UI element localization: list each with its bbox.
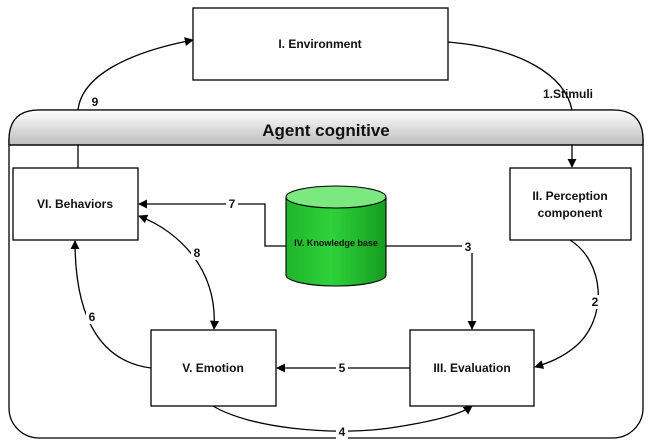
agent-cognitive-title: Agent cognitive — [262, 121, 390, 140]
knowledge-base-label: IV. Knowledge base — [294, 238, 378, 248]
emotion-node: V. Emotion — [150, 329, 277, 407]
environment-node: I. Environment — [192, 7, 449, 81]
edge-label-1: 1.Stimuli — [543, 87, 593, 101]
edge-label-5: 5 — [339, 361, 346, 375]
edge-label-9: 9 — [92, 95, 99, 109]
emotion-label: V. Emotion — [182, 361, 244, 375]
behaviors-node: VI. Behaviors — [12, 167, 139, 241]
edge-label-2: 2 — [592, 295, 599, 309]
edge-2 — [534, 239, 599, 369]
edge-7 — [138, 199, 286, 247]
edge-6 — [70, 240, 152, 369]
edge-4 — [212, 405, 473, 432]
edge-labels: 9 1.Stimuli 2 3 5 4 7 8 6 — [86, 87, 601, 439]
edge-label-7: 7 — [229, 197, 236, 211]
perception-label-line2: component — [538, 206, 603, 220]
perception-label-line1: II. Perception — [532, 189, 607, 203]
edge-9 — [77, 40, 193, 168]
edge-label-8: 8 — [194, 246, 201, 260]
environment-label: I. Environment — [278, 37, 361, 51]
edges — [70, 40, 599, 432]
edge-1 — [447, 41, 572, 167]
edge-label-4: 4 — [339, 425, 346, 439]
evaluation-label: III. Evaluation — [433, 361, 510, 375]
perception-node: II. Perception component — [509, 167, 632, 241]
evaluation-node: III. Evaluation — [409, 329, 535, 407]
agent-header-band — [8, 109, 644, 146]
knowledge-base-database: IV. Knowledge base — [285, 185, 387, 287]
edge-label-3: 3 — [465, 240, 472, 254]
edge-label-6: 6 — [89, 310, 96, 324]
behaviors-label: VI. Behaviors — [37, 197, 113, 211]
